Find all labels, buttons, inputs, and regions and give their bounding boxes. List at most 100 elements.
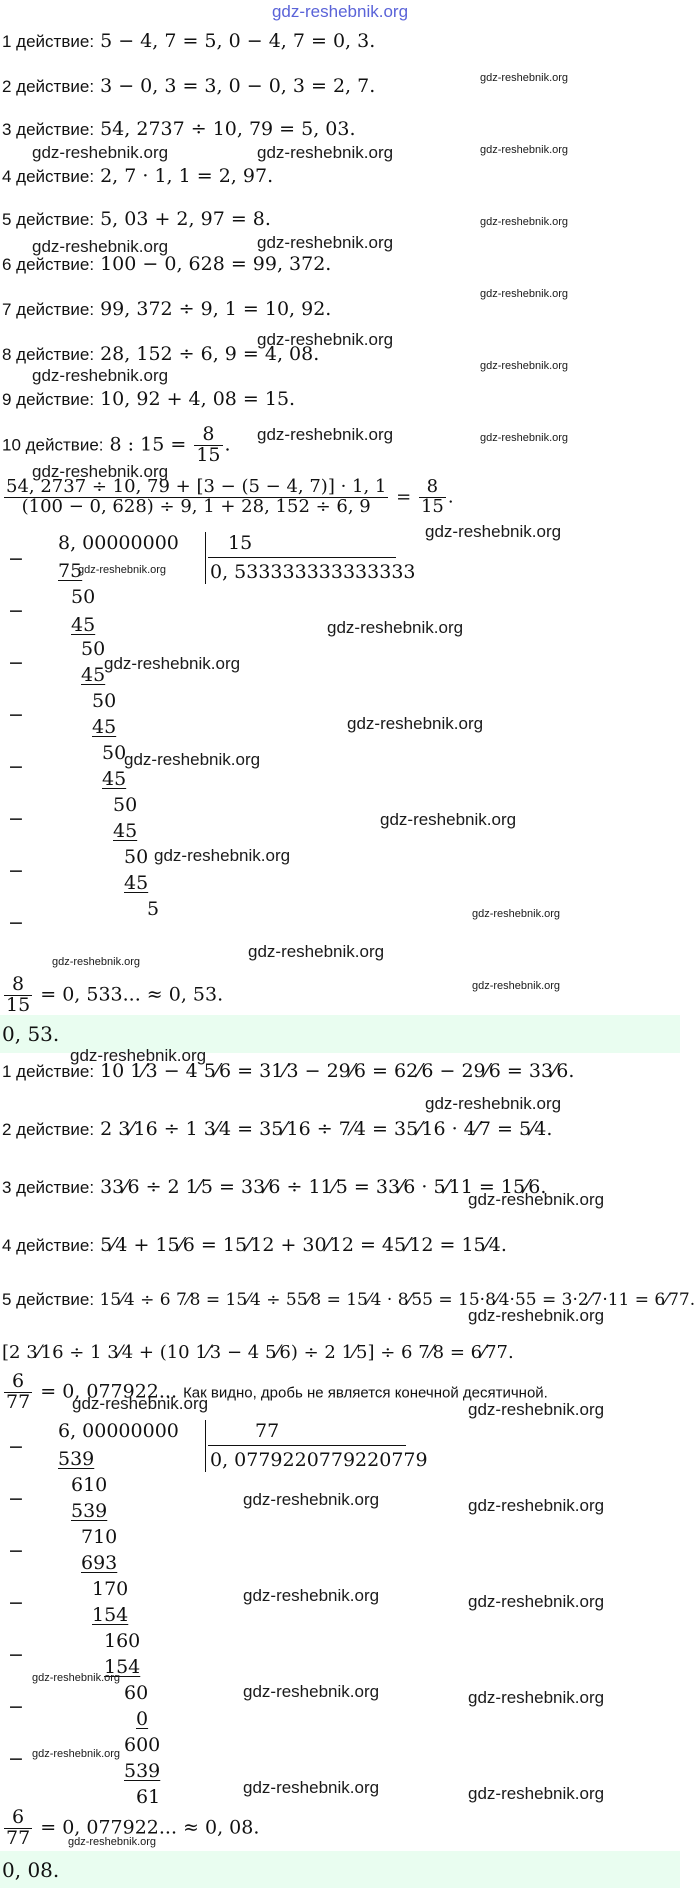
watermark: gdz-reshebnik.org bbox=[104, 654, 241, 673]
p1-step-8: 8 действие: 28, 152 ÷ 6, 9 = 4, 08. bbox=[2, 343, 320, 365]
minus-sign: − bbox=[8, 1696, 24, 1718]
watermark: gdz-reshebnik.org bbox=[380, 810, 517, 829]
division-row: 45 bbox=[124, 872, 149, 894]
watermark: gdz-reshebnik.org bbox=[248, 942, 385, 961]
watermark: gdz-reshebnik.org bbox=[72, 1394, 209, 1413]
p1-step-4: 4 действие: 2, 7 · 1, 1 = 2, 97. bbox=[2, 165, 274, 187]
watermark: gdz-reshebnik.org bbox=[257, 143, 394, 162]
watermark: gdz-reshebnik.org bbox=[257, 233, 394, 252]
watermark: gdz-reshebnik.org bbox=[257, 425, 394, 444]
watermark: gdz-reshebnik.org bbox=[480, 216, 569, 228]
watermark: gdz-reshebnik.org bbox=[154, 846, 291, 865]
watermark: gdz-reshebnik.org bbox=[480, 432, 569, 444]
p2-step-4: 4 действие: 5⁄4 + 15⁄6 = 15⁄12 + 30⁄12 =… bbox=[2, 1234, 507, 1256]
watermark: gdz-reshebnik.org bbox=[468, 1190, 605, 1209]
watermark: gdz-reshebnik.org bbox=[78, 564, 167, 576]
division-row: 75 bbox=[58, 560, 83, 582]
division-row: 45 bbox=[92, 716, 117, 738]
quotient: 0, 533333333333333 bbox=[210, 561, 416, 583]
p2-step-2: 2 действие: 2 3⁄16 ÷ 1 3⁄4 = 35⁄16 ÷ 7⁄4… bbox=[2, 1118, 553, 1140]
p1-step-1: 1 действие: 5 − 4, 7 = 5, 0 − 4, 7 = 0, … bbox=[2, 30, 376, 52]
watermark: gdz-reshebnik.org bbox=[468, 1496, 605, 1515]
division-row: 600 bbox=[124, 1734, 161, 1756]
minus-sign: − bbox=[8, 1592, 24, 1614]
divisor: 77 bbox=[255, 1420, 280, 1442]
division-row: 45 bbox=[102, 768, 127, 790]
quotient-line bbox=[208, 1445, 406, 1446]
p1-step-9: 9 действие: 10, 92 + 4, 08 = 15. bbox=[2, 388, 296, 410]
division-row: 710 bbox=[81, 1526, 118, 1548]
division-row: 170 bbox=[92, 1578, 129, 1600]
division-row: 45 bbox=[71, 614, 96, 636]
watermark: gdz-reshebnik.org bbox=[70, 1046, 207, 1065]
division-row: 160 bbox=[104, 1630, 141, 1652]
watermark: gdz-reshebnik.org bbox=[243, 1586, 380, 1605]
p1-step-6: 6 действие: 100 − 0, 628 = 99, 372. bbox=[2, 253, 332, 275]
watermark: gdz-reshebnik.org bbox=[257, 330, 394, 349]
quotient-line bbox=[208, 557, 396, 558]
division-row: 50 bbox=[124, 846, 149, 868]
watermark: gdz-reshebnik.org bbox=[52, 956, 141, 968]
division-row: 45 bbox=[113, 820, 138, 842]
division-row: 50 bbox=[71, 586, 96, 608]
answer-band-1 bbox=[0, 1015, 680, 1053]
minus-sign: − bbox=[8, 860, 24, 882]
watermark: gdz-reshebnik.org bbox=[468, 1592, 605, 1611]
minus-sign: − bbox=[8, 1748, 24, 1770]
division-row: 50 bbox=[102, 742, 127, 764]
site-header[interactable]: gdz-reshebnik.org bbox=[271, 2, 409, 21]
minus-sign: − bbox=[8, 912, 24, 934]
minus-sign: − bbox=[8, 600, 24, 622]
p1-step-2: 2 действие: 3 − 0, 3 = 3, 0 − 0, 3 = 2, … bbox=[2, 75, 376, 97]
watermark: gdz-reshebnik.org bbox=[480, 360, 569, 372]
minus-sign: − bbox=[8, 756, 24, 778]
division-row: 610 bbox=[71, 1474, 108, 1496]
watermark: gdz-reshebnik.org bbox=[480, 288, 569, 300]
watermark: gdz-reshebnik.org bbox=[468, 1784, 605, 1803]
watermark: gdz-reshebnik.org bbox=[480, 144, 569, 156]
watermark: gdz-reshebnik.org bbox=[68, 1836, 157, 1848]
watermark: gdz-reshebnik.org bbox=[468, 1400, 605, 1419]
watermark: gdz-reshebnik.org bbox=[243, 1490, 380, 1509]
p2-step-1: 1 действие: 10 1⁄3 − 4 5⁄6 = 31⁄3 − 29⁄6… bbox=[2, 1060, 575, 1082]
watermark: gdz-reshebnik.org bbox=[468, 1306, 605, 1325]
p1-big-expression: 54, 2737 ÷ 10, 79 + [3 − (5 − 4, 7)] · 1… bbox=[4, 476, 454, 517]
watermark: gdz-reshebnik.org bbox=[32, 1672, 121, 1684]
big-fraction: 54, 2737 ÷ 10, 79 + [3 − (5 − 4, 7)] · 1… bbox=[4, 476, 389, 517]
minus-sign: − bbox=[8, 652, 24, 674]
division-row: 50 bbox=[113, 794, 138, 816]
minus-sign: − bbox=[8, 1488, 24, 1510]
p2-step-5: 5 действие: 15⁄4 ÷ 6 7⁄8 = 15⁄4 ÷ 55⁄8 =… bbox=[2, 1290, 695, 1310]
p1-step-3: 3 действие: 54, 2737 ÷ 10, 79 = 5, 03. bbox=[2, 118, 356, 140]
division-row: 539 bbox=[58, 1448, 95, 1470]
answer-band-2 bbox=[0, 1851, 680, 1888]
p1-step-5: 5 действие: 5, 03 + 2, 97 = 8. bbox=[2, 208, 271, 230]
dividend: 6, 00000000 bbox=[58, 1420, 179, 1442]
division-row: 693 bbox=[81, 1552, 118, 1574]
watermark: gdz-reshebnik.org bbox=[480, 72, 569, 84]
watermark: gdz-reshebnik.org bbox=[32, 143, 169, 162]
division-row: 154 bbox=[92, 1604, 129, 1626]
division-row: 154 bbox=[104, 1656, 141, 1678]
watermark: gdz-reshebnik.org bbox=[32, 237, 169, 256]
division-row: 5 bbox=[147, 898, 160, 920]
division-row: 539 bbox=[124, 1760, 161, 1782]
division-row: 50 bbox=[81, 638, 106, 660]
dividend: 8, 00000000 bbox=[58, 532, 179, 554]
watermark: gdz-reshebnik.org bbox=[327, 618, 464, 637]
quotient: 0, 0779220779220779 bbox=[210, 1449, 428, 1471]
p1-step-7: 7 действие: 99, 372 ÷ 9, 1 = 10, 92. bbox=[2, 298, 332, 320]
division-row: 61 bbox=[136, 1786, 161, 1808]
watermark: gdz-reshebnik.org bbox=[472, 908, 561, 920]
watermark: gdz-reshebnik.org bbox=[243, 1682, 380, 1701]
division-bracket bbox=[205, 1420, 206, 1472]
minus-sign: − bbox=[8, 808, 24, 830]
divisor: 15 bbox=[228, 532, 253, 554]
